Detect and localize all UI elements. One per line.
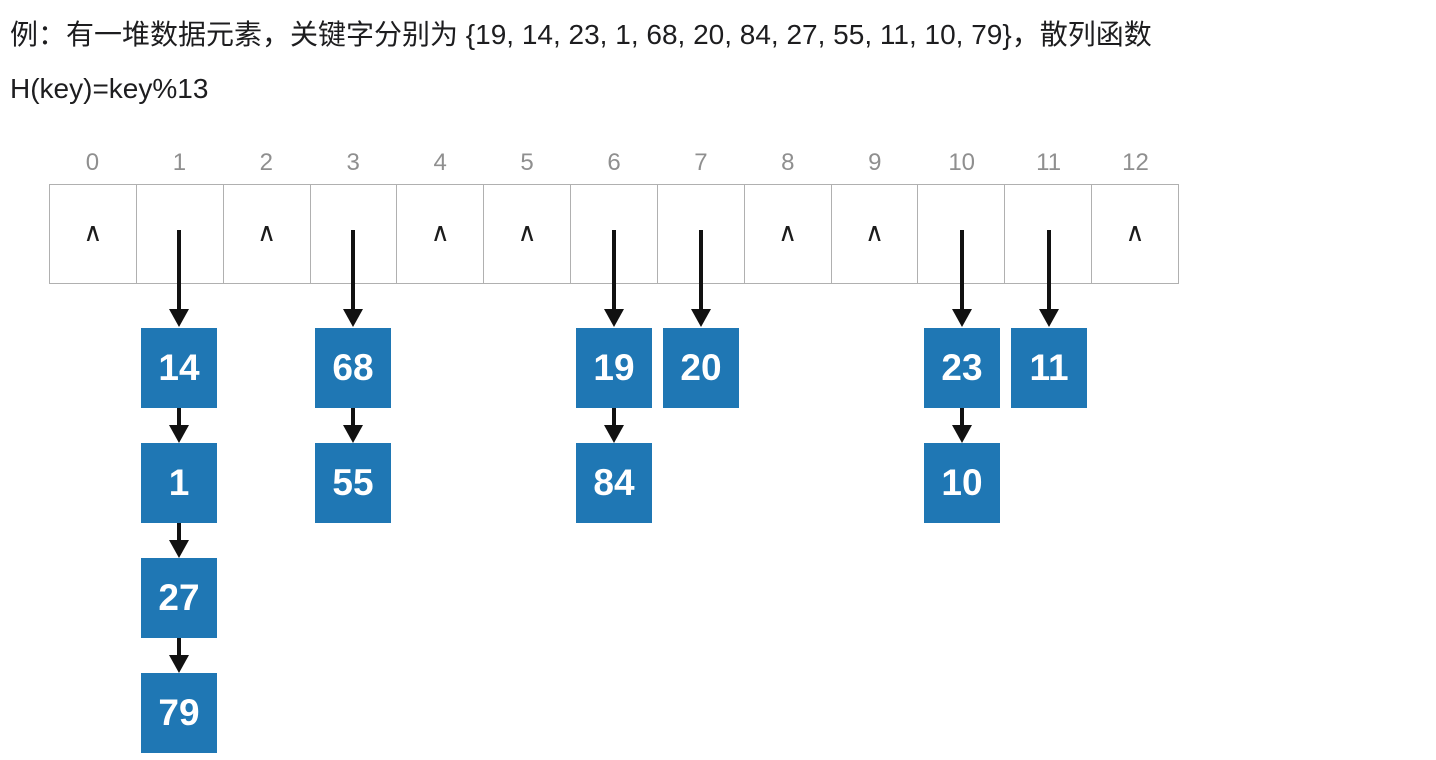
bucket-pointer-arrow-11	[1039, 230, 1059, 327]
chain-node: 10	[924, 443, 1000, 523]
next-pointer-arrow	[169, 408, 189, 443]
bucket-cell-9: ∧	[832, 185, 919, 283]
arrow-shaft	[351, 408, 355, 428]
arrow-head-icon	[604, 425, 624, 443]
null-marker: ∧	[778, 217, 798, 247]
bucket-cell-7	[658, 185, 745, 283]
arrow-head-icon	[343, 425, 363, 443]
next-pointer-arrow	[169, 523, 189, 558]
arrow-head-icon	[169, 655, 189, 673]
slot-index-label-3: 3	[346, 149, 360, 176]
chain-node: 20	[663, 328, 739, 408]
bucket-cell-3	[311, 185, 398, 283]
bucket-cell-5: ∧	[484, 185, 572, 283]
bucket-cell-1	[137, 185, 224, 283]
chain-node: 23	[924, 328, 1000, 408]
arrow-shaft	[177, 638, 181, 658]
problem-statement: 例：有一堆数据元素，关键字分别为 {19, 14, 23, 1, 68, 20,…	[10, 8, 1430, 116]
chain-node: 1	[141, 443, 217, 523]
chain-node: 79	[141, 673, 217, 753]
arrow-shaft	[612, 408, 616, 428]
arrow-head-icon	[169, 425, 189, 443]
null-marker: ∧	[865, 217, 885, 247]
arrow-head-icon	[604, 309, 624, 327]
next-pointer-arrow	[952, 408, 972, 443]
next-pointer-arrow	[169, 638, 189, 673]
null-marker: ∧	[83, 217, 103, 247]
arrow-shaft	[699, 230, 703, 312]
arrow-shaft	[1047, 230, 1051, 312]
chain-slot-7: 20	[663, 328, 739, 408]
arrow-head-icon	[952, 309, 972, 327]
arrow-shaft	[351, 230, 355, 312]
arrow-shaft	[177, 408, 181, 428]
slot-index-label-0: 0	[85, 149, 100, 176]
slot-index-label-2: 2	[259, 149, 273, 176]
slot-index-label-6: 6	[607, 149, 621, 176]
bucket-pointer-arrow-3	[343, 230, 363, 327]
slot-index-label-10: 10	[948, 149, 976, 176]
bucket-cell-2: ∧	[224, 185, 311, 283]
slot-index-label-7: 7	[694, 149, 708, 176]
slot-index-label-4: 4	[433, 149, 447, 176]
arrow-shaft	[612, 230, 616, 312]
chain-slot-1: 14 1 27 79	[141, 328, 217, 753]
chain-slot-11: 11	[1011, 328, 1087, 408]
arrow-head-icon	[343, 309, 363, 327]
hash-function-formula: H(key)=key%13	[10, 73, 209, 104]
bucket-pointer-arrow-6	[604, 230, 624, 327]
bucket-cell-11	[1005, 185, 1093, 283]
arrow-head-icon	[691, 309, 711, 327]
arrow-head-icon	[1039, 309, 1059, 327]
slot-index-label-8: 8	[781, 149, 795, 176]
chain-slot-10: 23 10	[924, 328, 1000, 523]
null-marker: ∧	[517, 217, 537, 247]
chain-node: 11	[1011, 328, 1087, 408]
arrow-head-icon	[952, 425, 972, 443]
slot-index-label-9: 9	[868, 149, 882, 176]
bucket-cell-10	[918, 185, 1006, 283]
arrow-shaft	[960, 408, 964, 428]
null-marker: ∧	[1125, 217, 1145, 247]
slot-index-label-12: 12	[1122, 149, 1149, 176]
chain-node: 68	[315, 328, 391, 408]
chain-node: 55	[315, 443, 391, 523]
arrow-head-icon	[169, 540, 189, 558]
arrow-shaft	[177, 523, 181, 543]
slot-index-label-11: 11	[1036, 149, 1062, 176]
bucket-cell-0: ∧	[50, 185, 137, 283]
bucket-cell-4: ∧	[397, 185, 485, 283]
chain-node: 19	[576, 328, 652, 408]
bucket-pointer-arrow-7	[691, 230, 711, 327]
arrow-shaft	[960, 230, 964, 312]
chain-node: 84	[576, 443, 652, 523]
arrow-head-icon	[169, 309, 189, 327]
slot-index-label-1: 1	[172, 149, 187, 176]
bucket-pointer-arrow-1	[169, 230, 189, 327]
problem-statement-line1: 例：有一堆数据元素，关键字分别为 {19, 14, 23, 1, 68, 20,…	[10, 19, 1152, 50]
chain-node: 14	[141, 328, 217, 408]
null-marker: ∧	[430, 217, 450, 247]
next-pointer-arrow	[604, 408, 624, 443]
chain-slot-6: 19 84	[576, 328, 652, 523]
slot-index-label-5: 5	[520, 149, 534, 176]
next-pointer-arrow	[343, 408, 363, 443]
slot-index-row: 0 1 2 3 4 5 6 7 8 9 10 11 12	[49, 149, 1179, 177]
chain-node: 27	[141, 558, 217, 638]
bucket-cell-12: ∧	[1092, 185, 1178, 283]
bucket-cell-8: ∧	[745, 185, 832, 283]
chain-slot-3: 68 55	[315, 328, 391, 523]
null-marker: ∧	[257, 217, 277, 247]
bucket-cell-6	[571, 185, 658, 283]
arrow-shaft	[177, 230, 181, 312]
bucket-pointer-arrow-10	[952, 230, 972, 327]
